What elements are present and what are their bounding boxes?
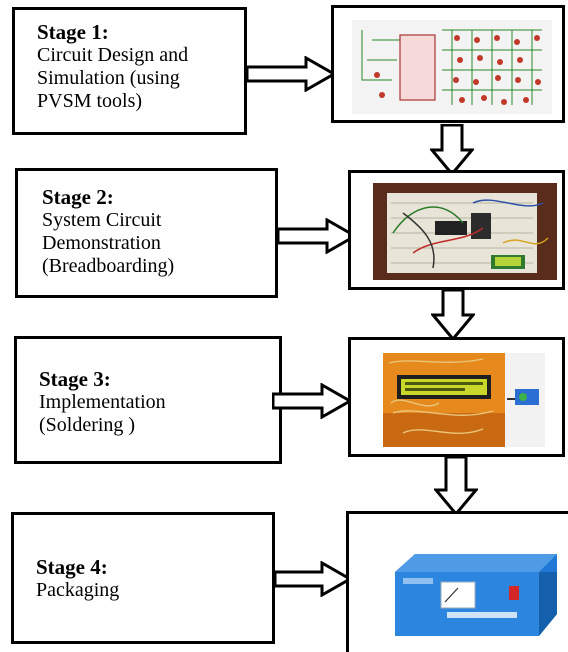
stage-4-description: Packaging bbox=[36, 579, 120, 601]
stage-3-box: Stage 3: Implementation (Soldering ) bbox=[14, 336, 282, 464]
right-arrow-2 bbox=[277, 218, 357, 254]
stage-3-description: Implementation (Soldering ) bbox=[39, 391, 166, 436]
stage-4-title: Stage 4: bbox=[36, 555, 108, 579]
right-arrow-1 bbox=[246, 56, 336, 92]
stage-1-description: Circuit Design and Simulation (using PVS… bbox=[37, 44, 189, 112]
stage-3-title: Stage 3: bbox=[39, 367, 111, 391]
stabilizer-enclosure-photo bbox=[389, 544, 559, 649]
stage-1-title: Stage 1: bbox=[37, 20, 109, 44]
stage-4-image-box bbox=[346, 511, 568, 652]
down-arrow-2 bbox=[431, 289, 475, 341]
stage-2-description: System Circuit Demonstration (Breadboard… bbox=[42, 209, 175, 277]
circuit-schematic-image bbox=[352, 20, 552, 114]
stage-2-image-box bbox=[348, 170, 565, 290]
right-arrow-4 bbox=[274, 561, 352, 597]
down-arrow-3 bbox=[434, 456, 478, 516]
stage-1-image-box bbox=[331, 5, 565, 123]
stage-2-title: Stage 2: bbox=[42, 185, 114, 209]
stage-2-box: Stage 2: System Circuit Demonstration (B… bbox=[15, 168, 278, 298]
soldered-board-lcd-photo bbox=[383, 353, 545, 447]
stage-3-image-box bbox=[348, 337, 565, 457]
right-arrow-3 bbox=[272, 383, 352, 419]
stage-1-box: Stage 1: Circuit Design and Simulation (… bbox=[12, 7, 247, 135]
down-arrow-1 bbox=[430, 124, 474, 176]
stage-4-box: Stage 4: Packaging bbox=[11, 512, 275, 644]
breadboard-photo bbox=[373, 183, 557, 280]
